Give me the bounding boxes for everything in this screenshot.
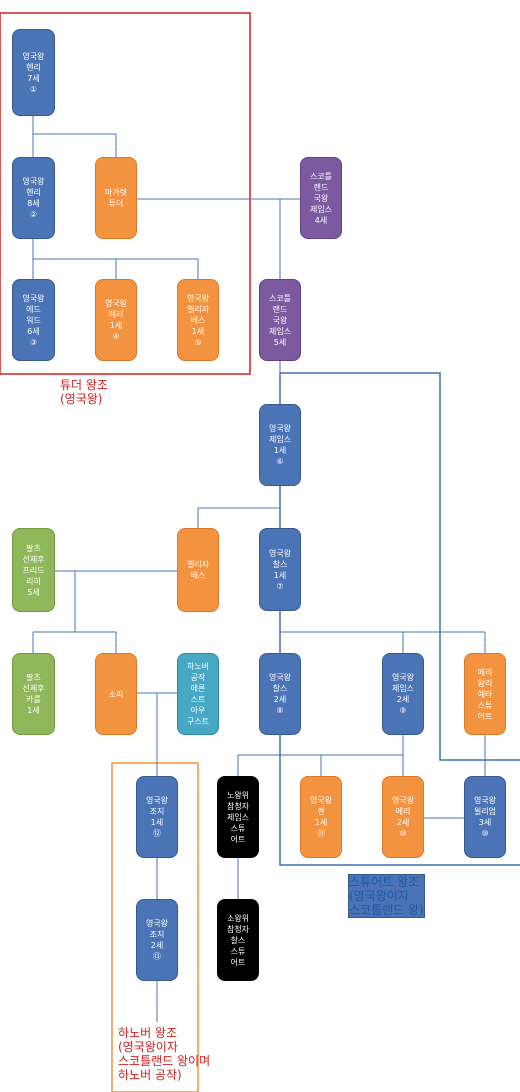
- node-charles-2: 영국왕 찰스 2세 ⑧: [259, 653, 301, 735]
- node-elizabeth-stuart: 엘리자 베스: [177, 528, 219, 612]
- node-james-2: 영국왕 제임스 2세 ⑨: [382, 653, 424, 735]
- node-sophia: 소피: [95, 653, 137, 735]
- node-george-2: 영국왕 조지 2세 ⑬: [136, 899, 178, 981]
- node-edward-6: 영국왕 에드 워드 6세 ③: [12, 279, 55, 361]
- tudor-boundary: [0, 12, 251, 375]
- node-young-pretender: 소왕위 참청자 찰스 스튜 어트: [217, 899, 259, 981]
- node-william-3: 영국왕 윌리엄 3세 ⑩: [464, 776, 506, 858]
- stuart-boundary: [279, 372, 520, 866]
- hanover-boundary: [111, 762, 199, 1092]
- node-mary-2: 영국왕 메리 2세 ⑩: [382, 776, 424, 858]
- node-james-5-scotland: 스코틀 랜드 국왕 제임스 5세: [259, 279, 301, 361]
- node-old-pretender: 노왕위 참청자 제임스 스튜 어트: [217, 776, 259, 858]
- node-james-4-scotland: 스코틀 랜드 국왕 제임스 4세: [300, 157, 342, 239]
- node-james-1: 영국왕 제임스 1세 ⑥: [259, 404, 301, 486]
- node-mary-henrietta: 메리 왕리 예타 스튜 어트: [464, 653, 506, 735]
- node-mary-1: 영국왕 메리 1세 ④: [95, 279, 137, 361]
- hanover-dynasty-label: 하노버 왕조 (영국왕이자 스코틀랜드 왕이며 하노버 공작): [118, 1026, 211, 1082]
- node-anne: 영국왕 앤 1세 ⑪: [300, 776, 342, 858]
- stuart-dynasty-label: 스튜어트 왕조 (영국왕이자 스코틀랜드 왕): [348, 874, 425, 918]
- node-henry-8: 영국왕 헨리 8세 ②: [12, 157, 55, 239]
- node-charles-1: 영국왕 찰스 1세 ⑦: [259, 528, 301, 611]
- tudor-dynasty-label: 튜더 왕조 (영국왕): [60, 378, 108, 406]
- node-margaret-tudor: 마가렛 튜더: [95, 157, 137, 239]
- node-george-1: 영국왕 조지 1세 ⑫: [136, 776, 178, 858]
- node-karl-1: 팔츠 선제후 카를 1세: [12, 653, 55, 735]
- node-henry-7: 영국왕 헨리 7세 ①: [12, 29, 55, 116]
- node-elizabeth-1: 영국왕 엘리자 베스 1세 ⑤: [177, 279, 219, 361]
- node-frederick-5: 팔츠 선제후 프리드 리히 5세: [12, 528, 55, 612]
- node-ernst-august: 하노버 공작 에른 스트 아우 구스트: [177, 653, 219, 735]
